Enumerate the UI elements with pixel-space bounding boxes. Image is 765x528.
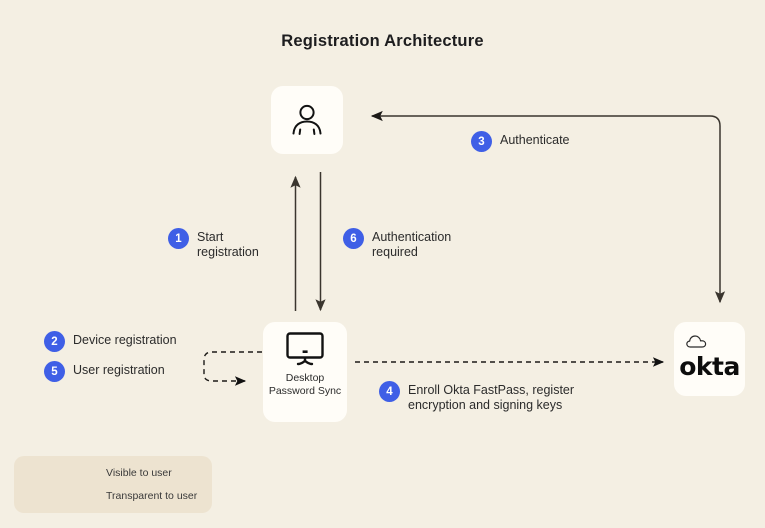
step-3-badge: 3 (471, 131, 492, 152)
legend-item-transparent: Transparent to user (44, 490, 197, 502)
step-1-badge: 1 (168, 228, 189, 249)
step-6-badge: 6 (343, 228, 364, 249)
okta-wordmark: okta (679, 352, 740, 381)
legend-item-visible: Visible to user (44, 467, 172, 479)
okta-node[interactable]: okta (674, 322, 745, 396)
step-3-authenticate: 3 Authenticate (471, 131, 570, 152)
cloud-icon (686, 335, 707, 348)
page-title: Registration Architecture (281, 32, 484, 50)
legend-visible-label: Visible to user (106, 467, 172, 479)
monitor-icon (263, 331, 347, 367)
legend-transparent-label: Transparent to user (106, 490, 198, 502)
desktop-node-label: Desktop Password Sync (268, 372, 342, 397)
step-2-device-registration: 2 Device registration (44, 331, 177, 352)
step-4-enroll-okta-fastpass: 4 Enroll Okta FastPass, register encrypt… (379, 381, 574, 412)
step-6-authentication-required: 6 Authentication required (343, 228, 451, 259)
person-icon (292, 104, 322, 135)
step-2-label: Device registration (73, 333, 177, 347)
step-6-label: Authentication required (372, 230, 452, 259)
step-1-start-registration: 1 Start registration (168, 228, 259, 259)
step-5-badge: 5 (44, 361, 65, 382)
desktop-password-sync-node[interactable]: Desktop Password Sync (263, 322, 347, 422)
step-2-badge: 2 (44, 331, 65, 352)
connector-device-user-registration (203, 351, 262, 386)
legend-panel: Visible to user Transparent to user (14, 456, 212, 513)
step-5-user-registration: 5 User registration (44, 361, 165, 382)
step-1-label: Start registration (197, 230, 259, 259)
step-4-label: Enroll Okta FastPass, register encryptio… (408, 383, 575, 412)
user-node[interactable] (271, 86, 343, 154)
step-3-label: Authenticate (500, 133, 570, 147)
step-4-badge: 4 (379, 381, 400, 402)
step-5-label: User registration (73, 363, 165, 377)
